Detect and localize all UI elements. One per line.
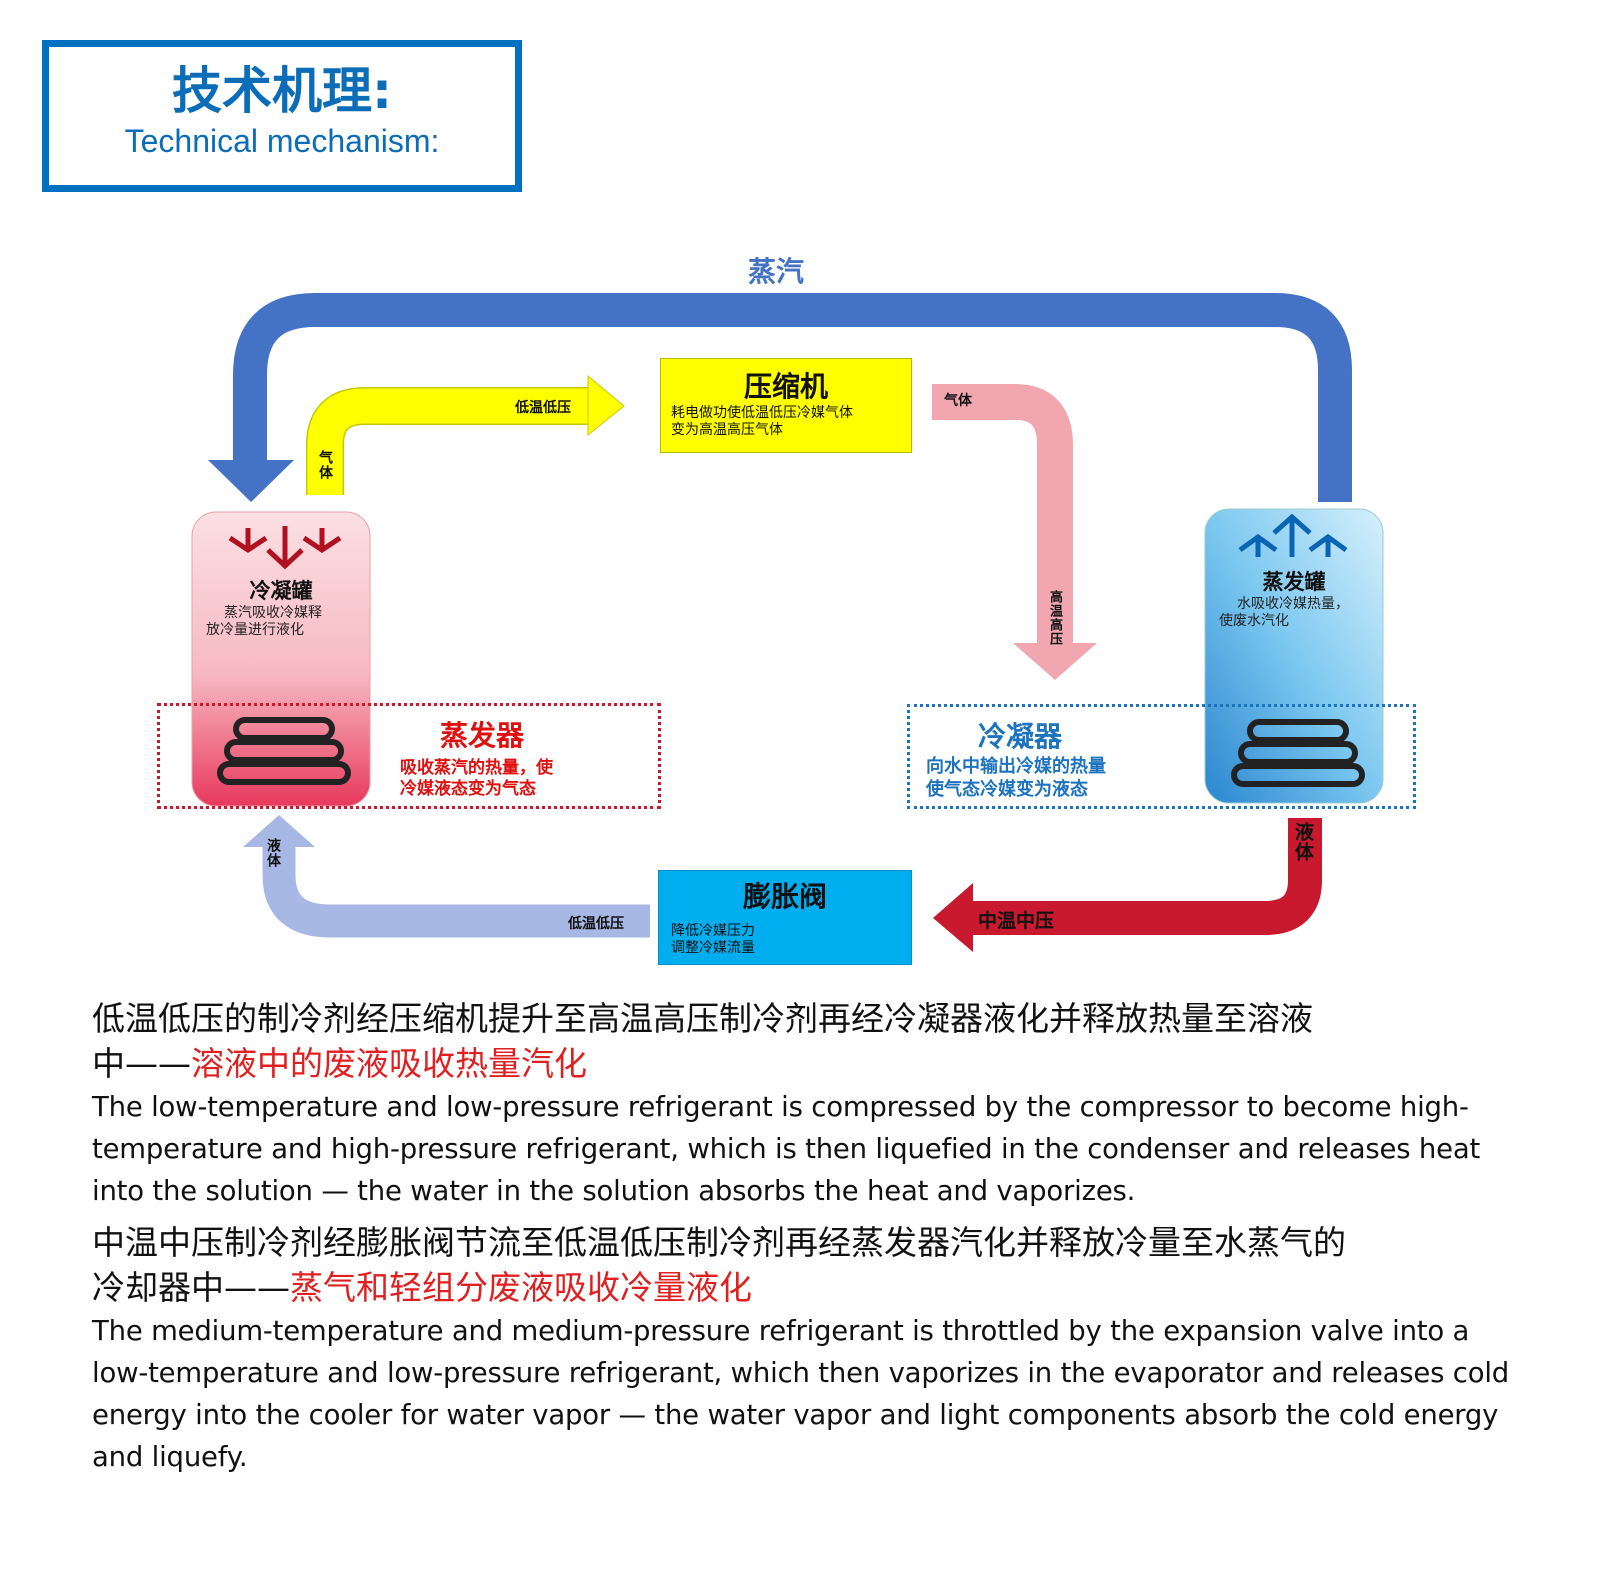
p2-zh: 中温中压制冷剂经膨胀阀节流至低温低压制冷剂再经蒸发器汽化并释放冷量至水蒸气的 — [92, 1223, 1346, 1262]
liquid-low-temp-arrow — [243, 815, 650, 938]
compressor-desc-1: 耗电做功使低温低压冷媒气体 — [671, 405, 853, 421]
condensing-tank: 冷凝罐 蒸汽吸收冷媒释 放冷量进行液化 — [192, 575, 370, 639]
evaporator-region: 蒸发器 吸收蒸汽的热量，使 冷媒液态变为气态 — [157, 703, 661, 809]
down-arrows-icon — [228, 526, 342, 570]
steam-arrow — [208, 293, 1352, 502]
title-en: Technical mechanism: — [124, 123, 440, 159]
lightblue-arrow-phase: 液体 — [265, 838, 281, 868]
condenser-desc-1: 向水中输出冷媒的热量 — [926, 756, 1106, 777]
expansion-valve-box: 膨胀阀 降低冷媒压力 调整冷媒流量 — [658, 870, 912, 965]
compressor-box: 压缩机 耗电做功使低温低压冷媒气体 变为高温高压气体 — [660, 358, 912, 453]
up-arrows-icon — [1238, 513, 1348, 557]
condenser-title: 冷凝器 — [978, 720, 1063, 753]
coil-icon — [1231, 719, 1365, 787]
condenser-desc-2: 使气态冷媒变为液态 — [926, 779, 1088, 800]
compressor-desc-2: 变为高温高压气体 — [671, 422, 783, 438]
gas-low-temp-arrow — [306, 374, 625, 495]
p1-zh-red: 溶液中的废液吸收热量汽化 — [191, 1044, 587, 1083]
pink-arrow-phase: 气体 — [944, 393, 972, 409]
lightblue-arrow-state: 低温低压 — [568, 916, 624, 932]
condenser-region: 冷凝器 向水中输出冷媒的热量 使气态冷媒变为液态 — [907, 704, 1416, 809]
title-zh: 技术机理: — [172, 62, 392, 120]
expansion-valve-title: 膨胀阀 — [742, 880, 827, 913]
expansion-valve-desc-1: 降低冷媒压力 — [671, 923, 755, 939]
condensing-tank-desc-2: 放冷量进行液化 — [206, 622, 304, 638]
condenser-desc: 向水中输出冷媒的热量 使气态冷媒变为液态 — [926, 755, 1106, 801]
evaporating-tank-desc-1: 水吸收冷媒热量， — [1237, 596, 1349, 612]
title-box: 技术机理: Technical mechanism: — [42, 40, 522, 192]
evaporating-tank-shape — [1204, 508, 1384, 804]
p1-zh: 低温低压的制冷剂经压缩机提升至高温高压制冷剂再经冷凝器液化并释放热量至溶液 — [92, 999, 1313, 1038]
liquid-medium-temp-arrow — [933, 818, 1322, 952]
evaporating-tank-title: 蒸发罐 — [1262, 570, 1326, 594]
p2-zh-red: 蒸气和轻组分废液吸收冷量液化 — [290, 1268, 752, 1307]
pink-arrow-state: 高温高压 — [1047, 590, 1062, 646]
condensing-tank-shape — [191, 511, 371, 807]
p2-zh-black: 冷却器中—— — [92, 1268, 290, 1307]
paragraph-2: 中温中压制冷剂经膨胀阀节流至低温低压制冷剂再经蒸发器汽化并释放冷量至水蒸气的 冷… — [92, 1220, 1532, 1478]
gas-high-temp-arrow — [932, 384, 1097, 680]
coil-icon — [217, 717, 351, 785]
evaporator-title: 蒸发器 — [440, 719, 525, 752]
condensing-tank-desc-1: 蒸汽吸收冷媒释 — [224, 605, 322, 621]
evaporator-desc: 吸收蒸汽的热量，使 冷媒液态变为气态 — [400, 758, 553, 800]
yellow-arrow-phase: 气体 — [317, 450, 333, 480]
steam-label: 蒸汽 — [748, 255, 805, 288]
paragraph-1: 低温低压的制冷剂经压缩机提升至高温高压制冷剂再经冷凝器液化并释放热量至溶液 中—… — [92, 996, 1532, 1212]
red-arrow-state: 中温中压 — [978, 910, 1055, 932]
red-arrow-phase: 液体 — [1292, 822, 1314, 862]
p1-zh-line2: 中——溶液中的废液吸收热量汽化 — [92, 1041, 1532, 1086]
evaporator-desc-2: 冷媒液态变为气态 — [400, 779, 536, 799]
p1-en: The low-temperature and low-pressure ref… — [92, 1091, 1481, 1207]
p1-zh-black: 中—— — [92, 1044, 191, 1083]
condensing-tank-title: 冷凝罐 — [249, 579, 313, 603]
p2-en: The medium-temperature and medium-pressu… — [92, 1315, 1510, 1473]
compressor-title: 压缩机 — [743, 370, 828, 403]
evaporator-desc-1: 吸收蒸汽的热量，使 — [400, 758, 553, 778]
p2-zh-line2: 冷却器中——蒸气和轻组分废液吸收冷量液化 — [92, 1265, 1532, 1310]
expansion-valve-desc-2: 调整冷媒流量 — [671, 940, 755, 956]
yellow-arrow-state: 低温低压 — [515, 400, 571, 416]
evaporating-tank-desc-2: 使废水汽化 — [1219, 613, 1289, 629]
evaporating-tank: 蒸发罐 水吸收冷媒热量， 使废水汽化 — [1205, 566, 1383, 630]
